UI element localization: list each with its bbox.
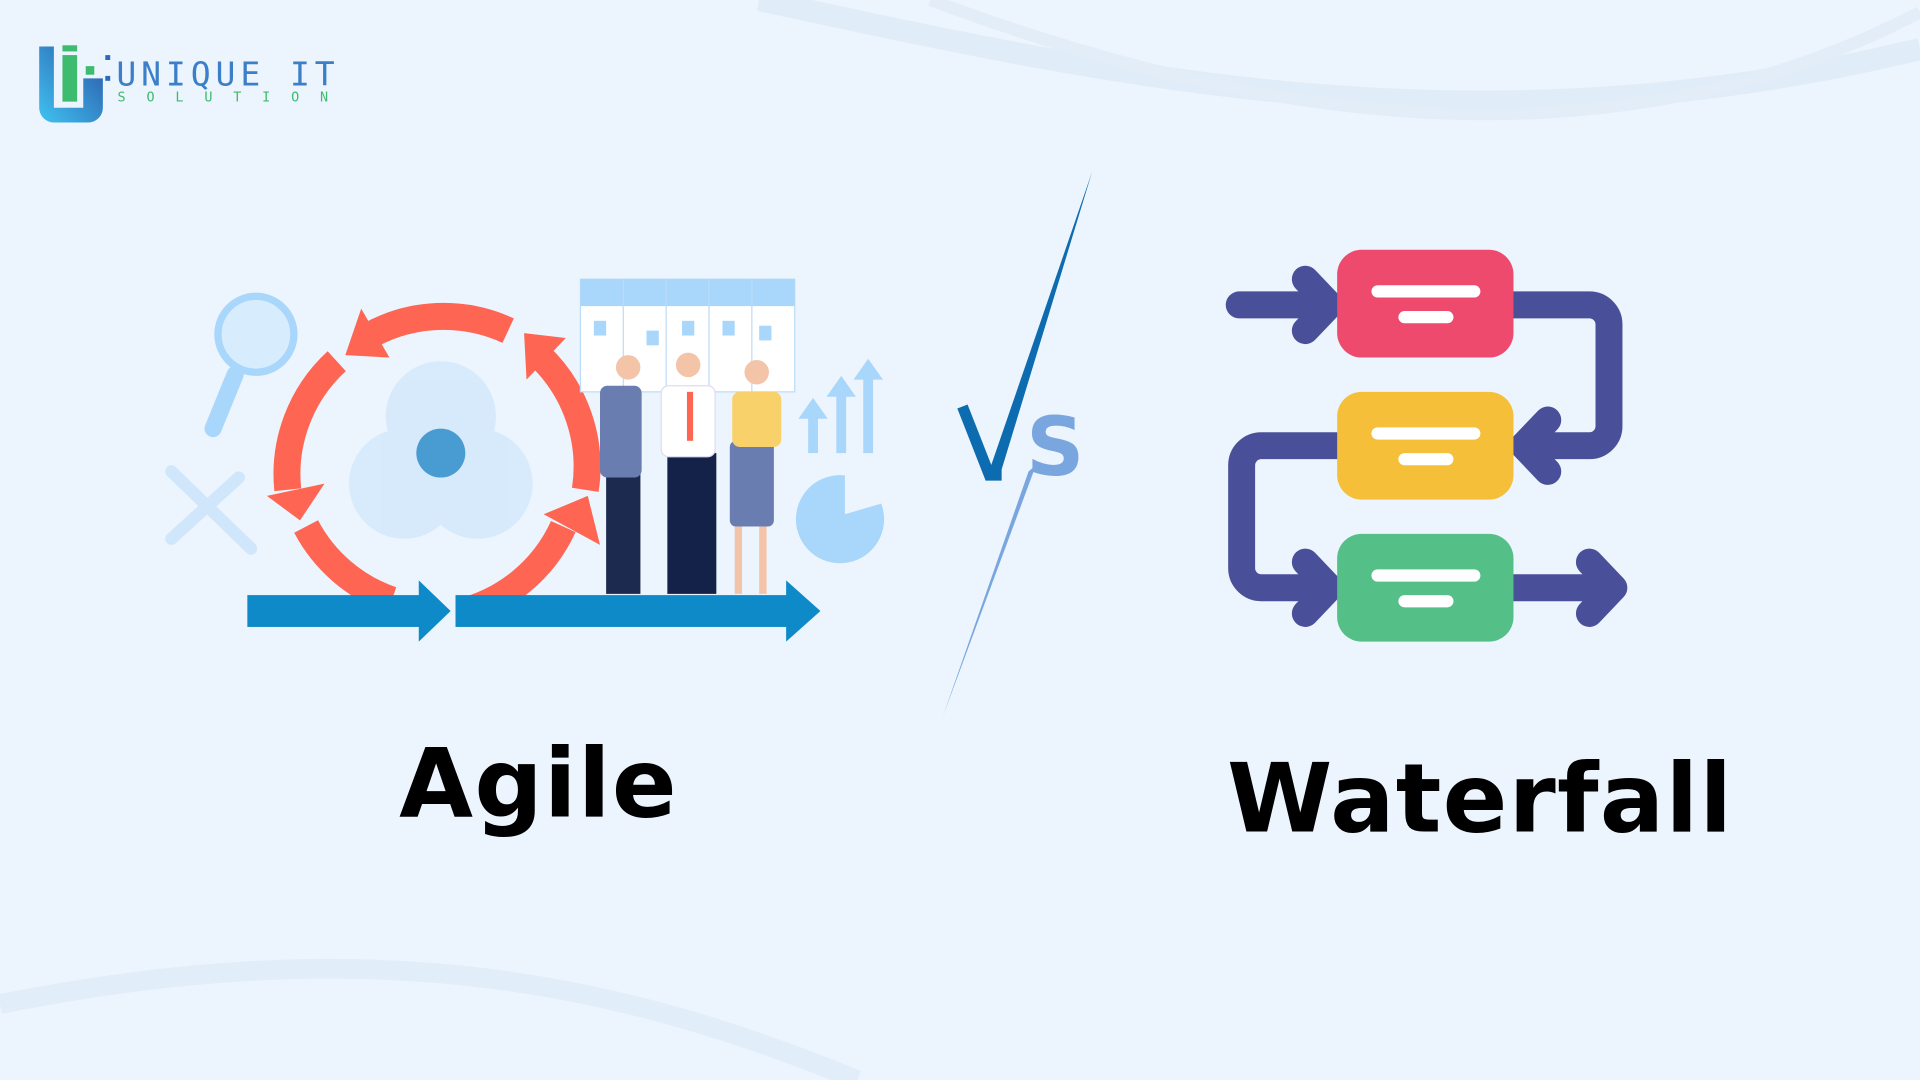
magnifier-icon — [204, 292, 298, 438]
agile-illustration — [165, 278, 887, 642]
growth-arrows-icon — [798, 358, 883, 454]
pie-chart-icon — [795, 471, 887, 564]
agile-title: Agile — [399, 729, 678, 841]
phase-box-2 — [1337, 391, 1514, 500]
phase-box-3 — [1337, 533, 1514, 642]
svg-text:S: S — [1026, 401, 1084, 495]
people-icon — [600, 352, 782, 594]
phase-box-1 — [1337, 249, 1514, 358]
timeline-arrow-icon — [247, 580, 821, 642]
logo-icon — [39, 45, 111, 123]
logo-name: UNIQUE IT — [116, 56, 340, 95]
logo-tagline: SOLUTION — [117, 89, 349, 106]
waterfall-title: Waterfall — [1226, 744, 1734, 855]
tools-icon — [165, 465, 258, 555]
